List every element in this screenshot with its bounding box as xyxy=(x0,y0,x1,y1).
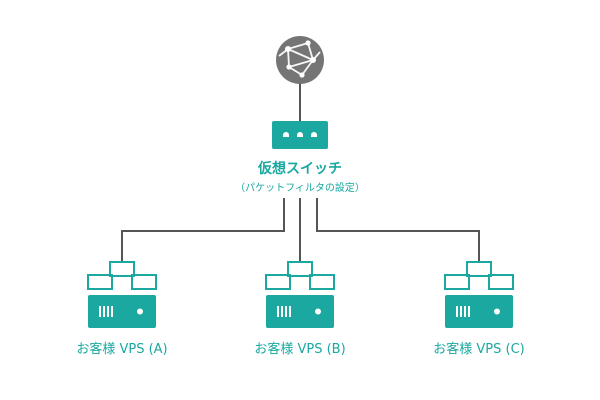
vps-b-label: お客様 VPS (B) xyxy=(254,342,346,357)
switch-to-vps-c-line xyxy=(316,198,480,262)
server-icon xyxy=(445,295,513,328)
vps-a-icon-group xyxy=(87,261,157,328)
switch-subtitle: （パケットフィルタの設定） xyxy=(235,183,365,194)
vps-b-icon-group xyxy=(265,261,335,328)
switch-icon xyxy=(272,121,328,149)
network-nodes-icon xyxy=(87,261,157,290)
connector-lines xyxy=(121,82,480,262)
vps-c-icon-group xyxy=(444,261,514,328)
server-icon xyxy=(266,295,334,328)
network-nodes-icon xyxy=(265,261,335,290)
switch-title: 仮想スイッチ xyxy=(258,161,342,177)
vps-a-label: お客様 VPS (A) xyxy=(76,342,168,357)
vps-c-label: お客様 VPS (C) xyxy=(433,342,525,357)
switch-to-vps-a-line xyxy=(121,198,285,262)
network-nodes-icon xyxy=(444,261,514,290)
globe-network-icon xyxy=(276,36,324,84)
server-icon xyxy=(88,295,156,328)
